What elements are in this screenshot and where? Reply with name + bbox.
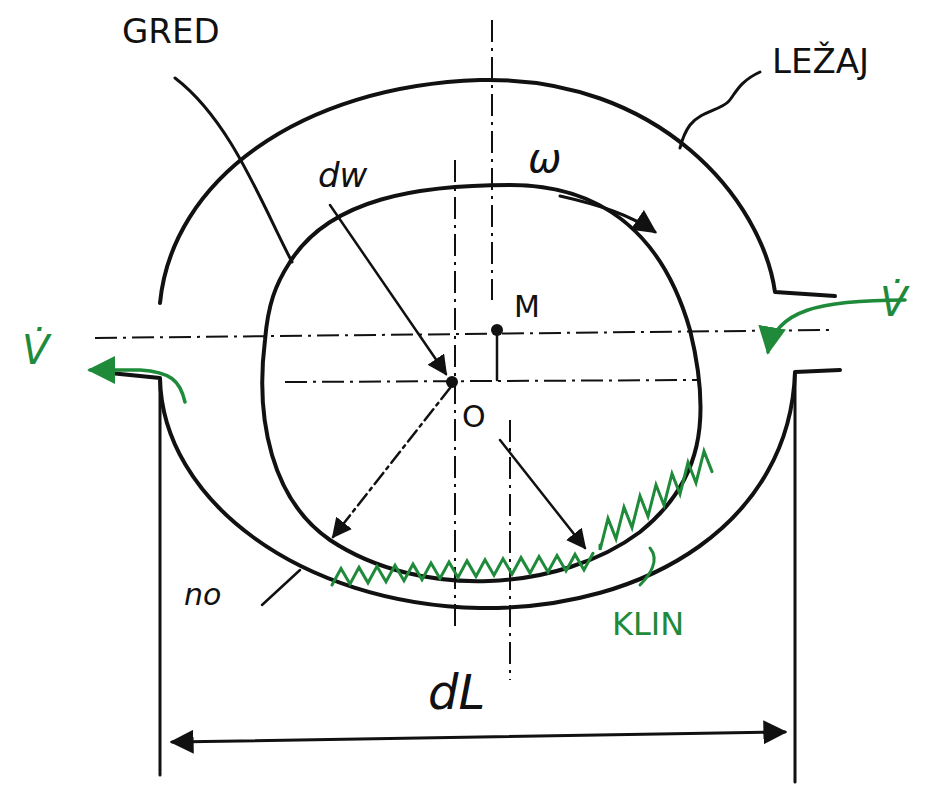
wedge-label: KLIN — [612, 608, 684, 640]
center-point — [491, 324, 503, 336]
angular-velocity-symbol: ω — [528, 138, 562, 178]
radius-arrow — [500, 440, 585, 548]
center-line — [285, 380, 700, 382]
radius-arrow — [333, 388, 450, 537]
center-line — [454, 160, 456, 630]
rotation-arrow — [560, 196, 655, 232]
part-name: GRED — [122, 14, 220, 48]
bearing-outline-bottom — [100, 370, 840, 608]
wedge-leader — [640, 548, 654, 585]
part-name: LEŽAJ — [772, 44, 869, 78]
dimension-line — [172, 732, 785, 742]
dimension-symbol: dL — [428, 668, 485, 716]
center-line — [491, 20, 493, 300]
dimension-symbol: no — [184, 580, 221, 610]
flow-rate-symbol: V̇ — [880, 282, 907, 322]
dimension-symbol: dw — [318, 158, 367, 192]
point-label: O — [462, 402, 486, 432]
shaft-leader — [175, 78, 292, 262]
no-leader — [262, 570, 300, 605]
diameter-leader — [330, 205, 446, 374]
extension-line — [794, 374, 797, 782]
flow-arrow-out — [90, 370, 185, 402]
flow-rate-symbol: V̇ — [22, 330, 49, 370]
bearing-leader — [680, 72, 760, 148]
m-vertical — [496, 332, 499, 380]
center-line — [95, 330, 830, 338]
center-line — [509, 420, 511, 680]
bearing-outline-top — [160, 80, 835, 303]
oil-wedge-hatch — [332, 451, 712, 585]
point-label: M — [514, 292, 540, 322]
center-point — [446, 376, 458, 388]
extension-line — [159, 380, 162, 775]
